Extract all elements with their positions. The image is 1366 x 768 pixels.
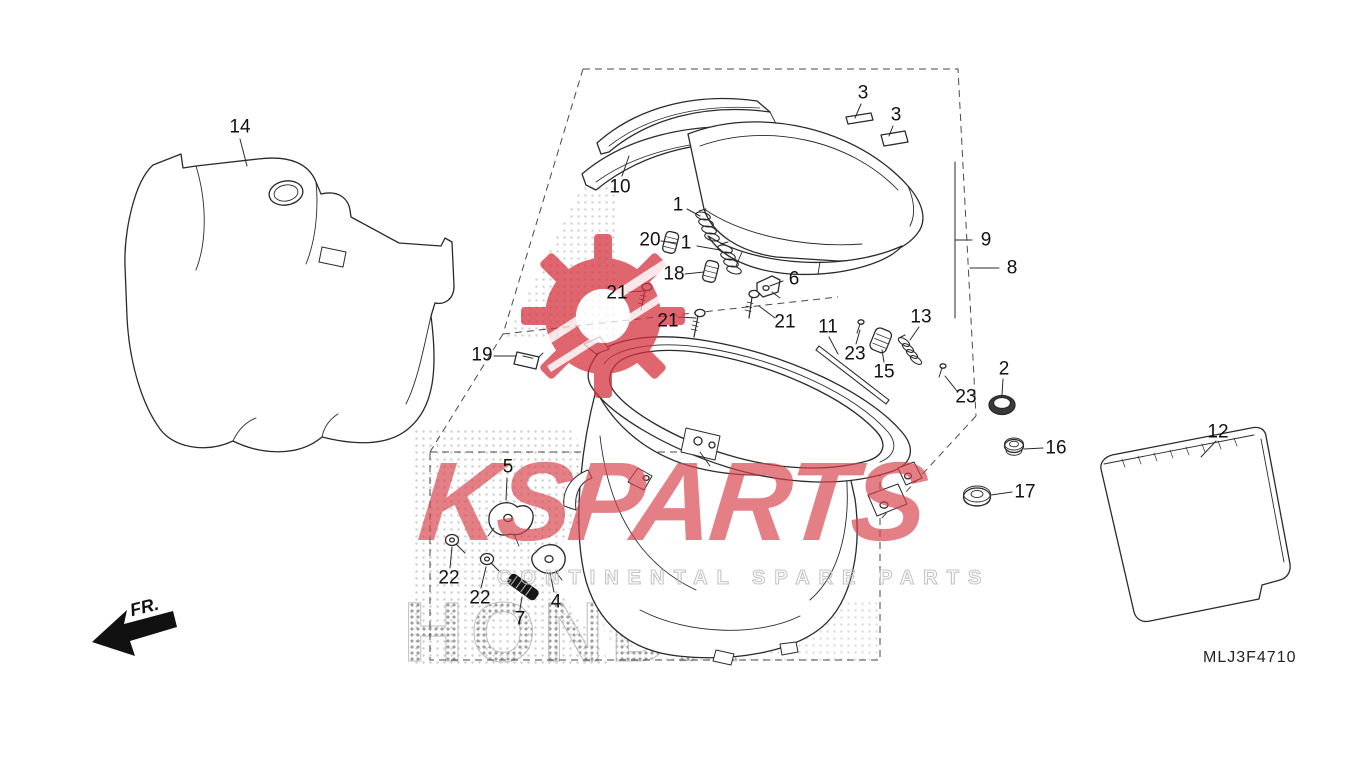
part-callout-21: 21: [606, 282, 628, 304]
part-callout-1: 1: [672, 194, 684, 216]
part-callout-19: 19: [471, 344, 493, 366]
part-13-spring: [897, 334, 923, 366]
part-callout-3: 3: [890, 104, 902, 126]
part-callout-15: 15: [873, 361, 895, 383]
part-callout-7: 7: [514, 608, 526, 630]
part-16-grommet: [1003, 437, 1025, 456]
part-callout-13: 13: [910, 306, 932, 328]
part-callout-21: 21: [774, 311, 796, 333]
part-17-grommet: [962, 485, 992, 507]
part-11-rod: [815, 345, 890, 405]
part-19-clip: [513, 351, 544, 370]
part-callout-3: 3: [857, 82, 869, 104]
part-callout-14: 14: [229, 116, 251, 138]
part-callout-5: 5: [502, 456, 514, 478]
part-callout-16: 16: [1045, 437, 1067, 459]
part-9-meter-visor: [687, 121, 924, 276]
glove-box-body: [563, 389, 858, 666]
part-5-latch: [487, 502, 534, 547]
part-14-side-cover: [124, 153, 455, 453]
part-callout-4: 4: [550, 591, 562, 613]
part-12-lid-panel: [1100, 426, 1291, 623]
part-7-damper-pin: [507, 573, 539, 601]
part-callout-11: 11: [818, 316, 838, 338]
part-15-collar: [869, 327, 893, 354]
part-1-springs: [695, 208, 742, 275]
watermark-brand: KSPARTS: [413, 439, 931, 564]
part-callout-10: 10: [609, 176, 631, 198]
part-callout-23: 23: [955, 386, 977, 408]
part-callout-22: 22: [438, 567, 460, 589]
part-callout-9: 9: [980, 229, 992, 251]
part-callout-1: 1: [680, 232, 692, 254]
part-callout-12: 12: [1207, 421, 1229, 443]
part-22-screws: [444, 533, 501, 573]
part-23-screws: [856, 319, 947, 378]
part-4-striker: [531, 544, 566, 581]
part-callout-20: 20: [639, 229, 661, 251]
part-2-grommet: [988, 394, 1016, 416]
part-callout-17: 17: [1014, 481, 1036, 503]
part-callout-6: 6: [788, 268, 800, 290]
part-18-cushion: [701, 259, 720, 283]
part-callout-2: 2: [998, 358, 1010, 380]
watermark-subtitle: CONTINENTAL SPARE PARTS: [496, 567, 991, 589]
part-6-plate: [756, 275, 781, 299]
fr-direction-arrow-icon: [92, 610, 177, 656]
part-callout-8: 8: [1006, 257, 1018, 279]
part-callout-21: 21: [657, 310, 679, 332]
part-callout-23: 23: [844, 343, 866, 365]
part-3-strips: [845, 112, 909, 147]
diagram-code: MLJ3F4710: [1203, 649, 1297, 666]
part-callout-18: 18: [663, 263, 685, 285]
part-callout-22: 22: [469, 587, 491, 609]
